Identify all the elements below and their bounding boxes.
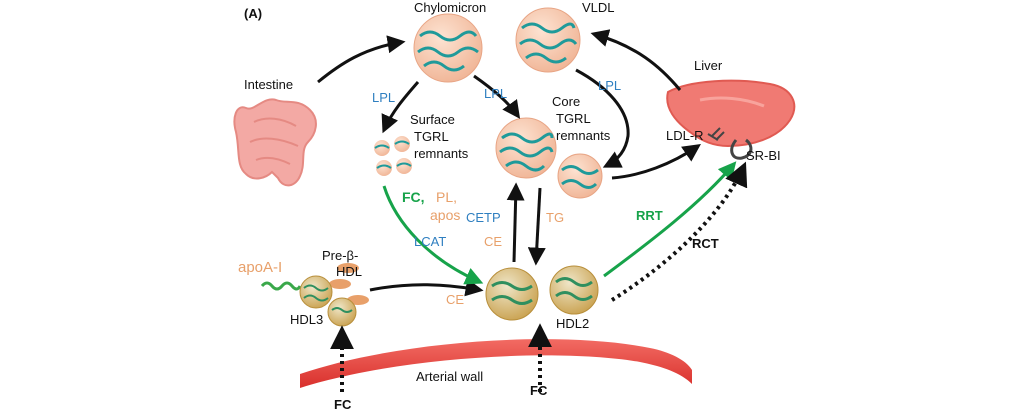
arrow-hdl-to-core	[506, 182, 525, 263]
pre-beta-hdl-label-2: HDL	[336, 264, 362, 279]
apoa1-label: apoA-I	[238, 259, 282, 276]
lcat-label: LCAT	[414, 234, 446, 249]
surface-remnant-particles	[374, 136, 412, 176]
arrow-liver-to-vldl	[590, 29, 682, 91]
vldl-particle	[515, 7, 581, 73]
ce-label-2: CE	[446, 292, 464, 307]
arrow-vldl-to-core	[575, 68, 630, 168]
arrow-surface-to-hdl	[382, 185, 484, 285]
cetp-label: CETP	[466, 210, 501, 225]
lpl-label-3: LPL	[598, 78, 621, 93]
vldl-label: VLDL	[582, 0, 615, 15]
apos-label: apos	[430, 207, 460, 223]
hdl2-particle-right	[549, 265, 599, 315]
arrow-chylomicron-to-core	[473, 74, 521, 119]
arrow-core-to-liver	[611, 143, 701, 180]
surface-label-3: remnants	[414, 146, 469, 161]
pl-label: PL,	[436, 189, 457, 205]
pre-beta-hdl-label-1: Pre-β-	[322, 248, 358, 263]
chylomicron-particle	[413, 13, 483, 83]
lpl-label-1: LPL	[372, 90, 395, 105]
intestine-icon	[233, 98, 317, 187]
arrow-rct-to-liver	[610, 161, 748, 302]
panel-label: (A)	[244, 6, 262, 21]
arrow-core-to-hdl	[527, 187, 546, 266]
arrow-hdl3-to-hdl2	[369, 278, 484, 297]
hdl2-particle-left	[485, 267, 539, 321]
rct-label: RCT	[692, 236, 719, 251]
sr-bi-receptor-icon	[730, 138, 753, 160]
surface-label-2: TGRL	[414, 129, 449, 144]
intestine-label: Intestine	[244, 77, 293, 92]
arrow-chylomicron-to-surface	[381, 81, 420, 134]
arterial-wall	[300, 339, 692, 388]
lpl-label-2: LPL	[484, 86, 507, 101]
core-label-3: remnants	[556, 128, 611, 143]
apoa1-icon	[260, 281, 302, 291]
hdl3-particle-2	[327, 297, 357, 327]
hdl3-particle	[299, 275, 333, 309]
fc-mid-label: FC	[530, 383, 548, 398]
core-remnant-particle	[495, 117, 557, 179]
core-label-2: TGRL	[556, 111, 591, 126]
arterial-wall-label: Arterial wall	[416, 369, 483, 384]
tg-label: TG	[546, 210, 564, 225]
core-label-1: Core	[552, 94, 580, 109]
ldl-receptor-icon	[707, 127, 725, 141]
rrt-label: RRT	[636, 208, 663, 223]
hdl2-label: HDL2	[556, 316, 589, 331]
chylomicron-label: Chylomicron	[414, 0, 486, 15]
arrow-rrt-to-liver	[603, 161, 737, 278]
ce-label-1: CE	[484, 234, 502, 249]
hdl3-label: HDL3	[290, 312, 323, 327]
fc-label: FC,	[402, 189, 425, 205]
ldl-r-label: LDL-R	[666, 128, 704, 143]
fc-left-label: FC	[334, 397, 352, 412]
arrow-intestine-to-chylomicron	[317, 35, 406, 84]
sr-bi-label: SR-BI	[746, 148, 781, 163]
liver-label: Liver	[694, 58, 723, 73]
surface-label-1: Surface	[410, 112, 455, 127]
pre-beta-hdl-discs	[329, 263, 369, 305]
liver-icon	[666, 79, 796, 148]
core-remnant-small-particle	[557, 153, 603, 199]
